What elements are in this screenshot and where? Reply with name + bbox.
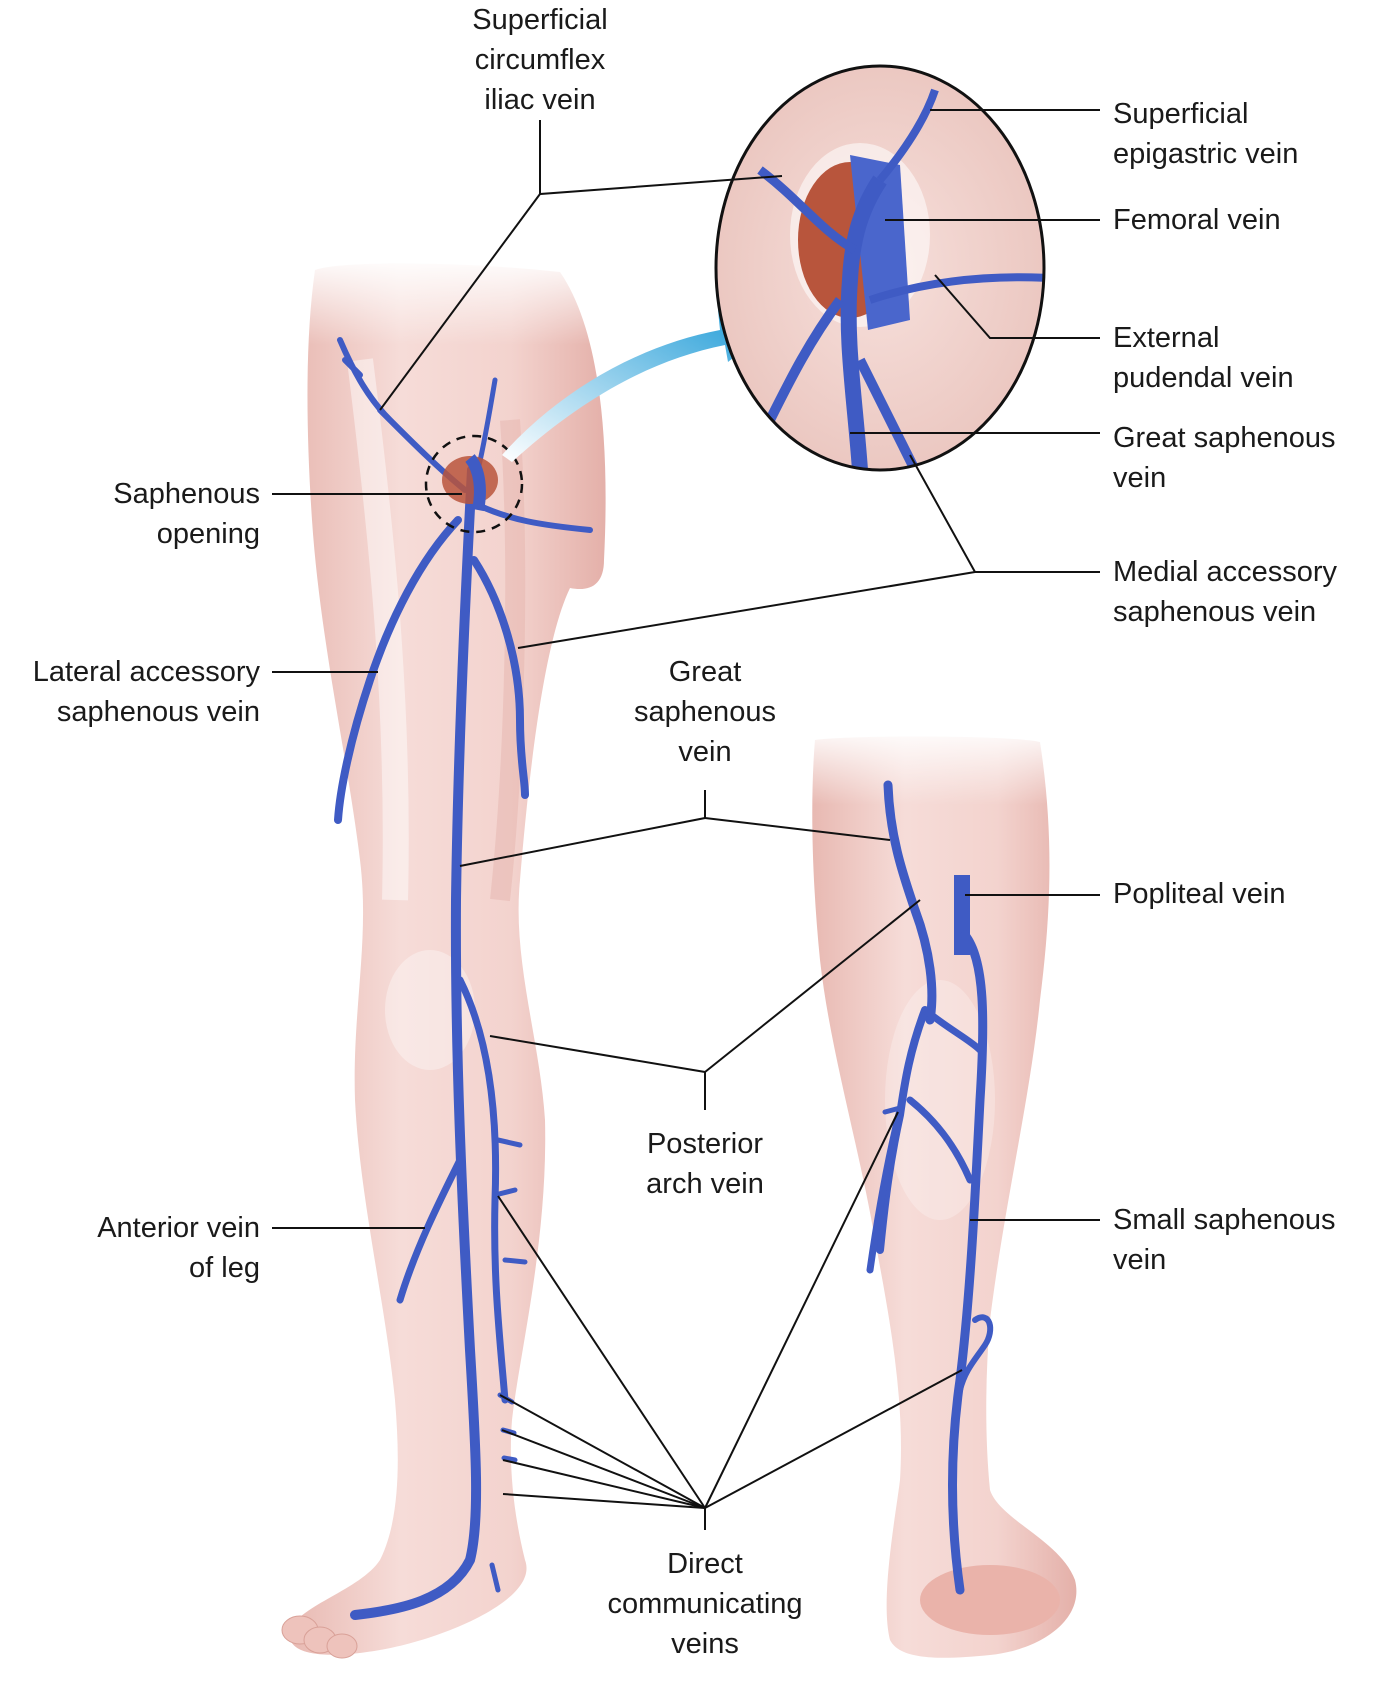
anterior-leg-skin (289, 263, 606, 1655)
lateral-accessory-saphenous-vein (334, 516, 462, 824)
inset-magnified-view (714, 64, 1046, 472)
dashed-circle-icon (424, 434, 524, 534)
label-femoral-vein: Femoral vein (1113, 204, 1281, 236)
label-superficial-circumflex-iliac-vein: Superficial circumflex iliac vein (472, 4, 608, 116)
label-small-saphenous-vein: Small saphenous vein (1113, 1204, 1336, 1276)
label-direct-communicating-veins: Direct communicating veins (607, 1548, 803, 1660)
posterior-leg (800, 725, 1077, 1658)
anterior-leg (280, 255, 620, 1659)
posterior-leg-veins (866, 780, 994, 1595)
label-saphenous-opening: Saphenous opening (113, 478, 260, 550)
label-great-saphenous-vein-inset: Great saphenous vein (1113, 422, 1336, 494)
great-saphenous-vein-trunk (350, 465, 482, 1620)
small-saphenous-vein (948, 930, 988, 1595)
curved-arrow-icon (502, 310, 768, 462)
label-posterior-arch-vein: Posterior arch vein (646, 1128, 764, 1200)
external-pudendal-vein-left (475, 502, 593, 533)
posterior-leg-skin (812, 736, 1077, 1658)
label-medial-accessory-saphenous-vein: Medial accessory saphenous vein (1113, 556, 1338, 628)
superficial-circumflex-iliac-vein (337, 337, 468, 493)
label-anterior-vein-of-leg: Anterior vein of leg (97, 1212, 260, 1284)
label-lateral-accessory-saphenous-vein: Lateral accessory saphenous vein (32, 656, 260, 728)
label-external-pudendal-vein: External pudendal vein (1113, 322, 1294, 394)
label-popliteal-vein: Popliteal vein (1113, 878, 1286, 910)
leader-lines (272, 109, 1100, 1530)
posterior-arch-vein-left (456, 976, 509, 1404)
label-great-saphenous-vein-center: Great saphenous vein (634, 656, 776, 768)
medial-accessory-saphenous-vein (470, 556, 529, 799)
label-superficial-epigastric-vein: Superficial epigastric vein (1113, 98, 1299, 170)
great-saphenous-vein-posterior (883, 780, 937, 1025)
anterior-vein-of-leg (396, 1156, 464, 1304)
